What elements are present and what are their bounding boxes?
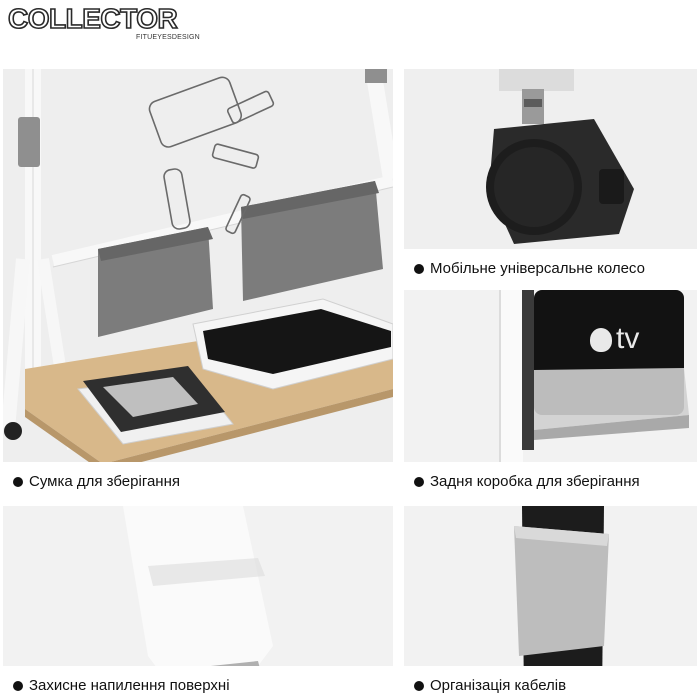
- storage-bag-illustration: [3, 69, 393, 496]
- apple-logo-icon: [590, 328, 612, 352]
- caption-back-box: Задня коробка для зберігання: [414, 473, 640, 490]
- caption-wheel: Мобільне універсальне колесо: [414, 260, 645, 277]
- caption-storage-bag: Сумка для зберігання: [13, 473, 180, 490]
- caption-wheel-text: Мобільне універсальне колесо: [430, 260, 645, 277]
- brand-logo: COLLECTOR FITUEYESDESIGN: [7, 3, 199, 44]
- bullet-icon: [414, 476, 424, 487]
- panel-wheel: Мобільне універсальне колесо: [404, 69, 697, 283]
- panel-storage-bag: Сумка для зберігання: [3, 69, 393, 496]
- caption-back-box-text: Задня коробка для зберігання: [430, 473, 640, 490]
- brand-subtitle: FITUEYESDESIGN: [136, 34, 200, 41]
- back-box-illustration: [404, 290, 697, 496]
- caption-coating-text: Захисне напилення поверхні: [29, 677, 230, 694]
- bullet-icon: [13, 476, 23, 487]
- bullet-icon: [13, 680, 23, 691]
- panel-back-box: tv Задня коробка для зберігання: [404, 290, 697, 496]
- caption-coating: Захисне напилення поверхні: [13, 677, 230, 694]
- caption-cables-text: Організація кабелів: [430, 677, 567, 694]
- caption-storage-bag-text: Сумка для зберігання: [29, 473, 180, 490]
- bullet-icon: [414, 263, 424, 274]
- bullet-icon: [414, 680, 424, 691]
- caption-cables: Організація кабелів: [414, 677, 566, 694]
- device-label: tv: [616, 322, 640, 355]
- panel-coating: Захисне напилення поверхні: [3, 506, 393, 700]
- brand-name: COLLECTOR: [7, 3, 178, 35]
- panel-cables: Організація кабелів: [404, 506, 697, 700]
- wheel-illustration: [404, 69, 697, 283]
